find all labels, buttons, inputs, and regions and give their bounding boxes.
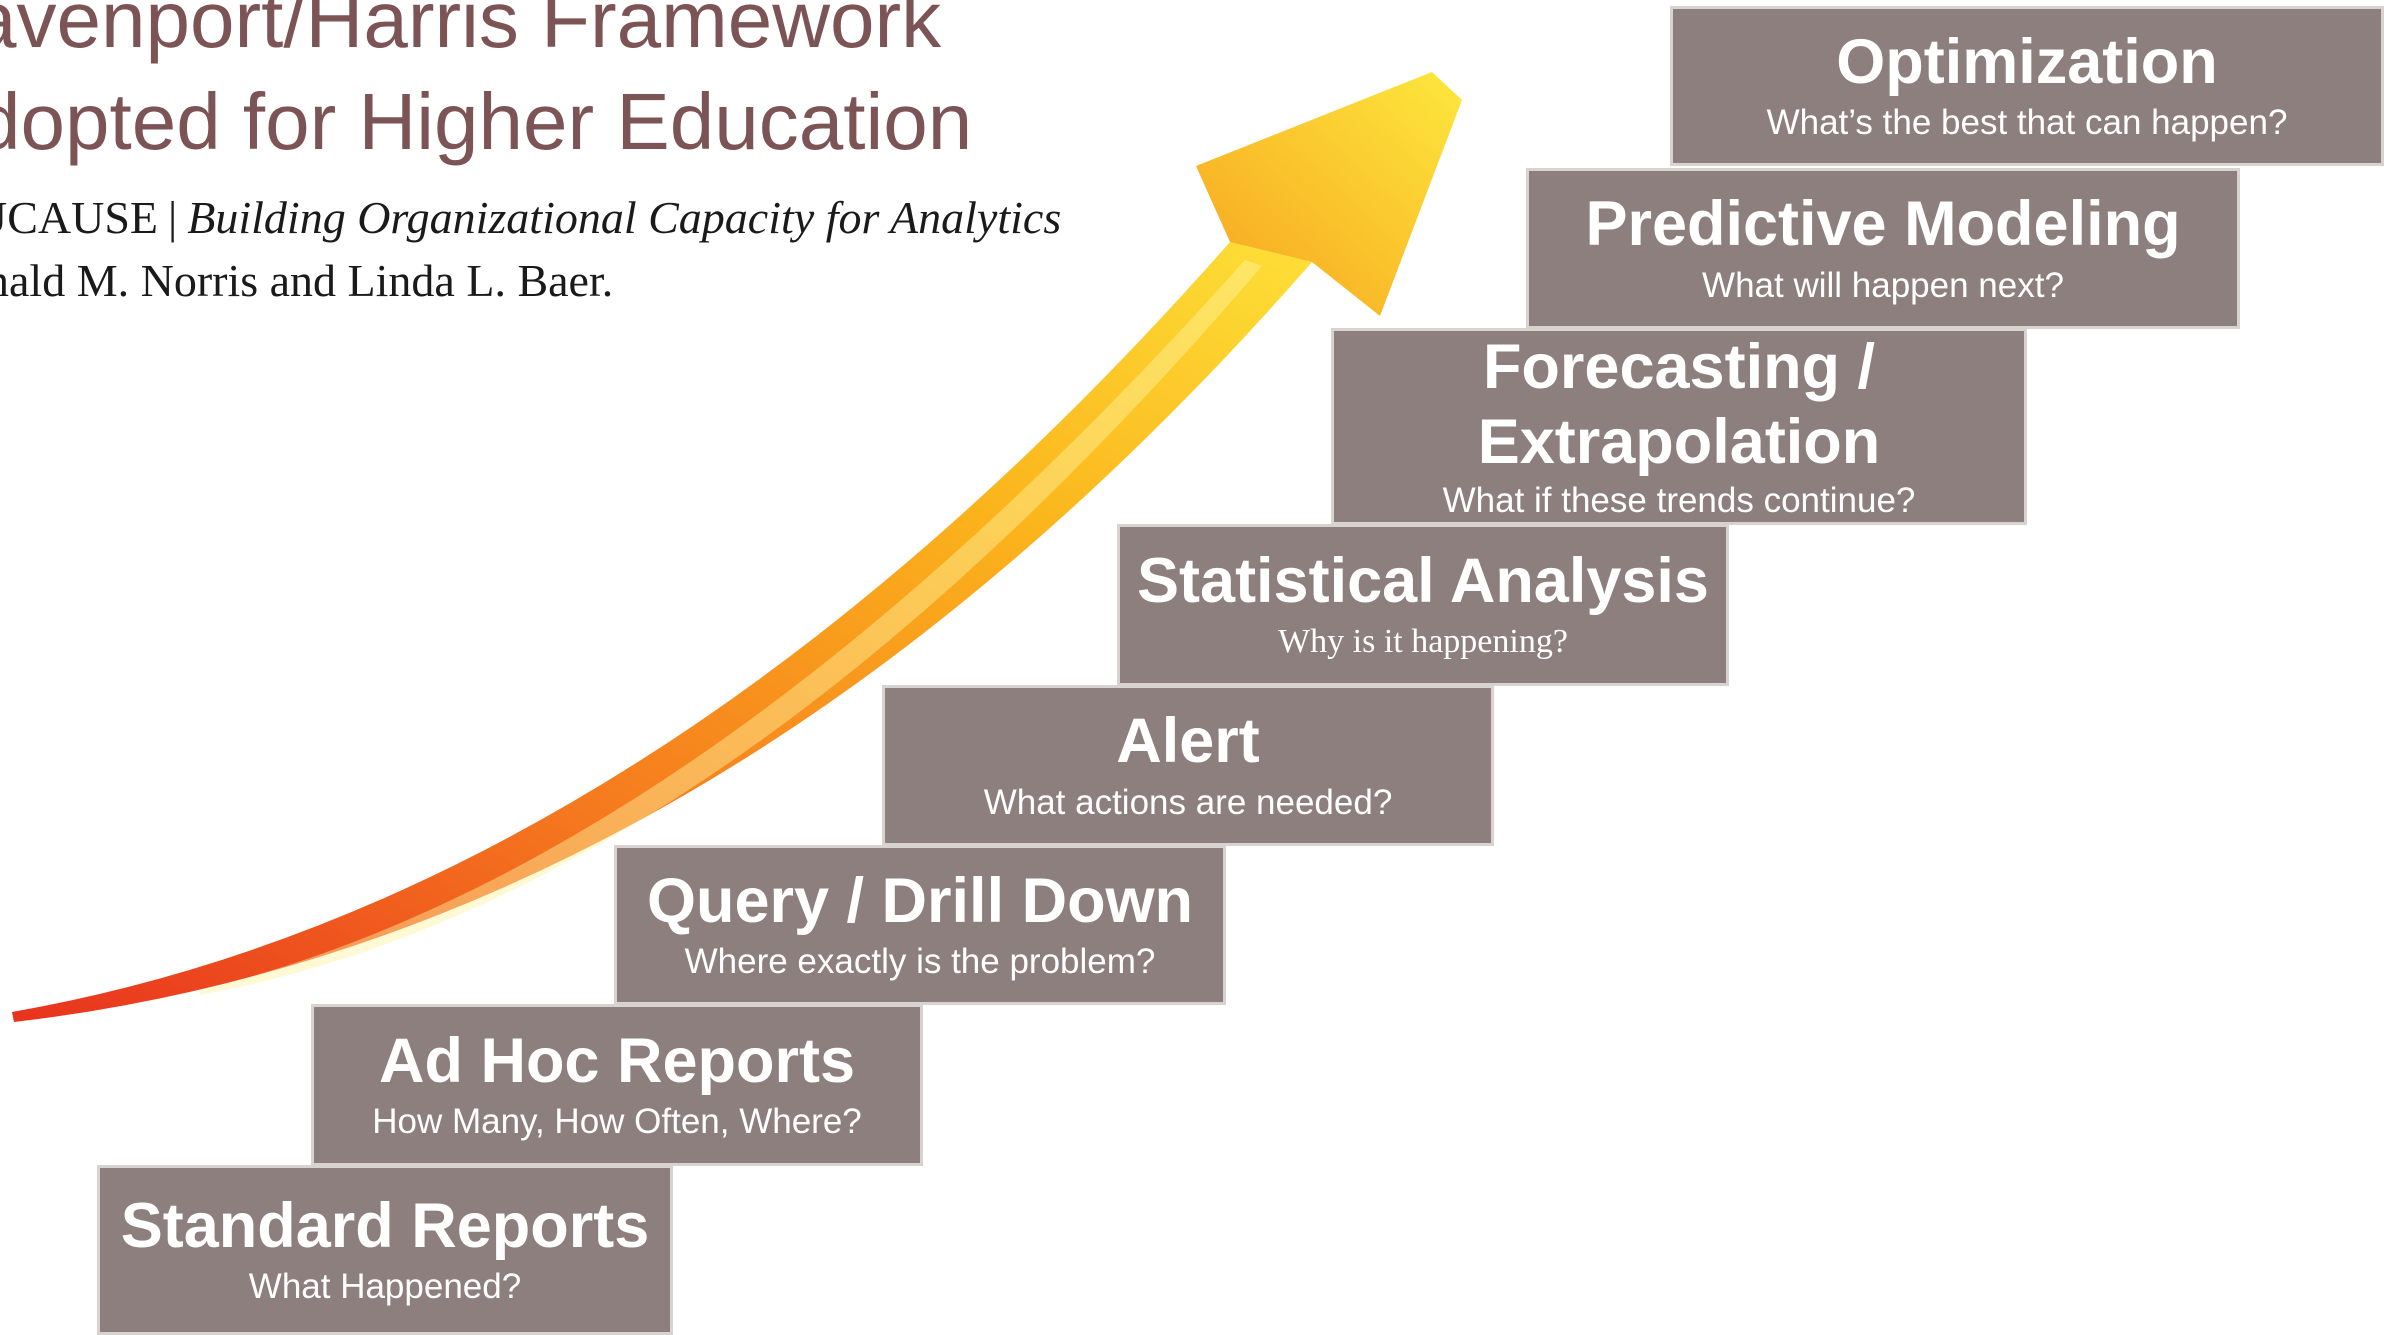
step-standard-reports: Standard Reports What Happened? xyxy=(97,1165,673,1335)
step-title: Alert xyxy=(1116,706,1260,777)
step-forecasting-extrapolation: Forecasting / Extrapolation What if thes… xyxy=(1331,328,2027,525)
step-query-drill-down: Query / Drill Down Where exactly is the … xyxy=(614,845,1226,1005)
step-predictive-modeling: Predictive Modeling What will happen nex… xyxy=(1526,168,2240,329)
step-subtitle: Why is it happening? xyxy=(1278,623,1568,661)
step-subtitle: How Many, How Often, Where? xyxy=(372,1102,862,1142)
citation-authors: nald M. Norris and Linda L. Baer. xyxy=(0,255,614,306)
title-line-1: avenport/Harris Framework xyxy=(0,0,942,64)
step-subtitle: What’s the best that can happen? xyxy=(1766,103,2288,143)
step-title: Predictive Modeling xyxy=(1585,189,2181,260)
step-title: Forecasting / Extrapolation xyxy=(1477,332,1881,477)
step-subtitle: What if these trends continue? xyxy=(1442,480,1916,520)
arrow-shaft xyxy=(12,242,1312,1022)
step-title: Optimization xyxy=(1836,26,2218,97)
step-title: Standard Reports xyxy=(120,1190,650,1261)
step-subtitle: What Happened? xyxy=(248,1267,522,1307)
citation-separator: | xyxy=(168,192,178,243)
step-subtitle: What actions are needed? xyxy=(983,782,1393,822)
arrow-head xyxy=(1196,72,1462,316)
step-subtitle: Where exactly is the problem? xyxy=(684,942,1156,982)
step-title: Query / Drill Down xyxy=(646,865,1194,936)
citation-line: UCAUSE|Building Organizational Capacity … xyxy=(0,195,1061,241)
title-line-2: dopted for Higher Education xyxy=(0,77,973,166)
step-ad-hoc-reports: Ad Hoc Reports How Many, How Often, Wher… xyxy=(311,1004,923,1166)
step-title: Statistical Analysis xyxy=(1137,546,1709,617)
citation-org: UCAUSE xyxy=(0,192,159,243)
citation-title: Building Organizational Capacity for Ana… xyxy=(187,192,1062,243)
step-statistical-analysis: Statistical Analysis Why is it happening… xyxy=(1117,524,1729,686)
step-optimization: Optimization What’s the best that can ha… xyxy=(1670,6,2384,166)
step-title: Ad Hoc Reports xyxy=(378,1025,856,1096)
step-subtitle: What will happen next? xyxy=(1702,265,2064,305)
step-alert: Alert What actions are needed? xyxy=(882,685,1494,846)
